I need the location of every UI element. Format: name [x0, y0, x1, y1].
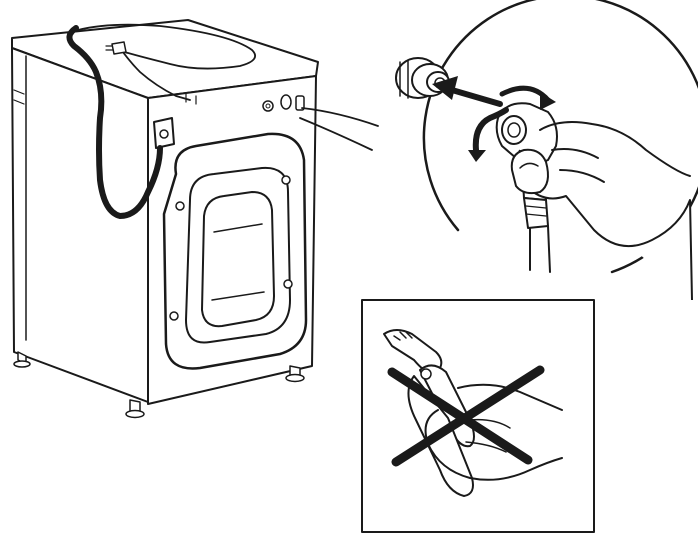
machine-side-panel [11, 47, 149, 403]
straight-arrow-icon [432, 76, 503, 107]
screw-icon [169, 175, 293, 321]
zoom-detail [395, 0, 698, 301]
washing-machine [11, 19, 319, 419]
callout-pointer [299, 107, 379, 151]
hand-illustration [510, 121, 693, 301]
power-cable [77, 23, 256, 101]
rotation-arrow-icon [468, 85, 556, 162]
adjustable-feet [13, 351, 305, 419]
no-pliers-warning [361, 299, 595, 533]
drain-hose [66, 25, 163, 219]
plug-icon [111, 41, 127, 55]
zoom-circle [422, 0, 698, 274]
cross-out-icon [387, 365, 545, 467]
inlet-tap [395, 57, 450, 99]
